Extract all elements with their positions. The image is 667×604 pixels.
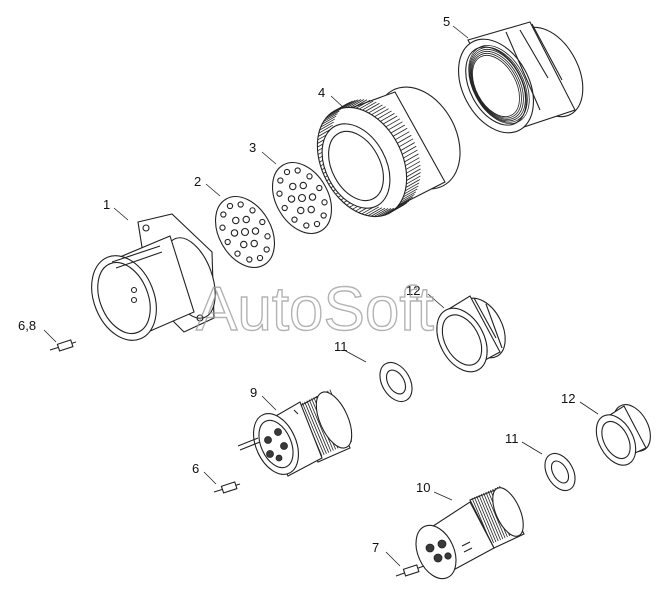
part-3-grommet [271,162,333,234]
part-6-contact-pin [213,481,241,494]
label-12-upper: 12 [406,283,420,298]
part-6-8-contact-pin [49,339,77,352]
leader-lines [43,25,599,567]
part-4-coupling-ring [316,86,461,218]
part-7-contact-pin [395,564,425,577]
part-11-washer-upper [379,361,413,403]
label-11-lower: 11 [505,431,519,446]
label-6: 6 [192,461,199,476]
label-7: 7 [372,540,379,555]
label-11-upper: 11 [334,339,348,354]
label-6-8: 6,8 [18,318,36,333]
label-5: 5 [443,14,450,29]
part-5-rear-nut [458,21,584,134]
watermark-logo: AutoSoft [196,275,434,344]
part-10-plug [415,485,525,580]
part-1-receptacle [91,213,216,341]
part-2-insert [214,196,276,268]
part-12-nut-upper [436,295,506,373]
label-3: 3 [249,140,256,155]
label-1: 1 [103,197,110,212]
label-2: 2 [194,174,201,189]
part-9-plug [237,389,353,477]
label-12-lower: 12 [561,391,575,406]
label-9: 9 [250,385,257,400]
part-labels: 5 4 3 2 1 6,8 11 12 9 6 10 11 12 7 [18,14,575,555]
part-12-nut-lower [595,404,651,466]
part-11-washer-lower [544,452,576,492]
label-4: 4 [318,85,325,100]
label-10: 10 [416,480,430,495]
